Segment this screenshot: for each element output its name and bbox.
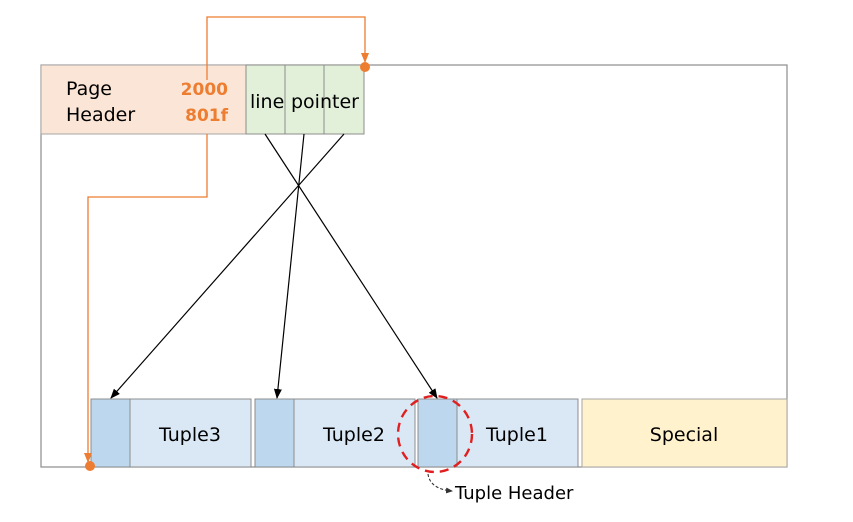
line-pointer-label-pointer: pointer xyxy=(291,91,359,113)
tuple3-header xyxy=(90,398,131,468)
pointer-arrow-to-tuple1 xyxy=(264,133,438,399)
upper-offset-arrow xyxy=(206,16,369,80)
page-header-label-line1: Page xyxy=(66,78,112,100)
tuple1-header xyxy=(417,398,458,468)
lower-offset-arrow xyxy=(84,134,208,463)
tuple3: Tuple3 xyxy=(90,398,252,468)
page-header-box xyxy=(40,64,247,135)
pointer-arrow-to-tuple2 xyxy=(273,133,305,399)
tuple3-label: Tuple3 xyxy=(158,424,221,446)
page-header-value-lower: 801f xyxy=(185,106,228,126)
tuple-header-annotation: Tuple Header xyxy=(454,483,574,504)
tuple1-label: Tuple1 xyxy=(485,424,548,446)
page-header-value-upper: 2000 xyxy=(181,80,228,100)
special-space: Special xyxy=(581,398,788,468)
tuple2-header xyxy=(254,398,295,468)
tuple2-label: Tuple2 xyxy=(322,424,385,446)
pointer-arrow-to-tuple3 xyxy=(110,133,345,399)
tuple-header-highlight xyxy=(396,394,474,474)
line-pointer-cell-1 xyxy=(245,64,286,135)
tuple2: Tuple2 xyxy=(254,398,416,468)
page-header: Page Header 2000 801f xyxy=(40,64,247,135)
page-header-label-line2: Header xyxy=(66,104,135,126)
line-pointer-label-line: line xyxy=(250,91,284,113)
lower-offset-marker xyxy=(85,461,95,471)
special-box xyxy=(581,398,788,468)
tuple1: Tuple1 xyxy=(417,398,579,468)
tuple-header-callout-arrow xyxy=(427,473,453,494)
line-pointer-array: line pointer xyxy=(245,64,365,135)
special-label: Special xyxy=(650,424,718,446)
upper-offset-marker xyxy=(360,62,370,72)
